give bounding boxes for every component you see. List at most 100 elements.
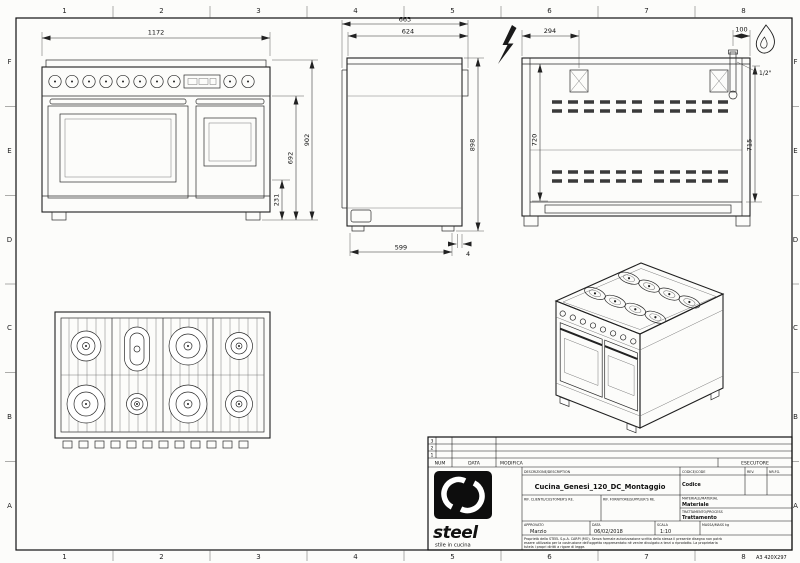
legal-line: tutela i propri diritti a rigore di legg…: [524, 545, 585, 549]
zone-col: 7: [644, 7, 648, 15]
revision-row: 3: [431, 439, 434, 445]
zone-col: 4: [353, 7, 358, 15]
foot: [735, 215, 751, 227]
zone-row: E: [793, 147, 797, 155]
side-dimensions: 663 624 898 599 4: [341, 16, 484, 258]
dim-side-height: 898: [469, 139, 477, 151]
codice-label: CODICE/CODE: [682, 470, 705, 474]
side-body: [346, 57, 463, 227]
sheet-format: A3 420X297: [756, 555, 787, 561]
zone-labels-right: F E D C B A: [793, 58, 798, 510]
legal-line: essere utilizzato per la costruzione del…: [524, 541, 718, 545]
iso-knobs: [559, 310, 637, 345]
zone-col: 2: [159, 7, 163, 15]
dim-side-foot-gap: 4: [466, 250, 470, 258]
foot: [441, 225, 455, 232]
zone-col: 5: [450, 553, 454, 561]
side-view: 663 624 898 599 4: [341, 16, 484, 258]
zone-col: 4: [353, 553, 358, 561]
dim-side-depth-total: 663: [399, 16, 411, 24]
control-knobs: [48, 74, 255, 89]
back-view: 294 100 720 715 1/2": [498, 24, 775, 227]
zone-labels-left: F E D C B A: [7, 58, 12, 510]
trattamento-value: Trattamento: [682, 515, 717, 521]
zone-col: 8: [741, 7, 745, 15]
control-display: [183, 74, 221, 89]
col-modifica-header: MODIFICA: [500, 461, 524, 467]
trattamento-label: TRATTAMENTO/PROCESS: [681, 510, 723, 514]
massa-label: MASSA/MASS kg: [702, 523, 729, 527]
rif-cliente-label: RIF. CLIENTE/CUSTOMER'S RE.: [524, 498, 574, 502]
dim-front-height-body: 692: [287, 152, 295, 164]
materiale-label: MATERIALE/MATERIAL: [682, 497, 718, 501]
sheet-frame: 1 2 3 4 5 6 7 8 1 2 3 4 5 6 7 8 F E D C …: [5, 6, 799, 561]
zone-col: 3: [256, 7, 260, 15]
zone-col: 1: [62, 7, 66, 15]
col-num-header: NUM: [435, 461, 446, 467]
iso-top-face: [554, 262, 725, 335]
iso-doors: [559, 322, 638, 412]
zone-ticks: [5, 6, 799, 561]
title-block: 3 2 1 NUM DATA MODIFICA ESECUTORE DESCRI…: [427, 436, 793, 551]
back-panel: [521, 57, 751, 217]
zone-col: 2: [159, 553, 163, 561]
zone-row: A: [793, 502, 798, 510]
zone-row: B: [7, 413, 12, 421]
zone-col: 5: [450, 7, 454, 15]
side-door-handle: [195, 98, 265, 105]
knob-row-plan: [62, 440, 249, 449]
logo-text: steel: [433, 523, 479, 543]
foot: [51, 211, 67, 221]
zone-row: F: [793, 58, 797, 66]
zone-col: 1: [62, 553, 66, 561]
caster-box: [350, 209, 372, 223]
oven-handle: [49, 98, 187, 105]
gas-flame-icon: [755, 24, 775, 54]
foot: [351, 225, 365, 232]
zone-row: B: [793, 413, 798, 421]
drawing-title: Cucina_Genesi_120_DC_Montaggio: [535, 483, 666, 491]
gas-pipe: [728, 49, 738, 100]
dim-back-gas-offset: 100: [735, 26, 747, 34]
materiale-value: Materiale: [682, 502, 709, 508]
electric-connection-icon: [498, 25, 517, 64]
zone-row: D: [7, 236, 12, 244]
front-dimensions: 1172 902 692 231: [41, 29, 318, 221]
dim-back-height-electric: 720: [531, 134, 539, 146]
foot: [523, 215, 539, 227]
electrical-box: [569, 69, 589, 93]
gas-terminal-box: [709, 69, 729, 93]
vent-slots: [552, 100, 730, 183]
kick-panel: [544, 204, 732, 214]
revision-row: 1: [431, 453, 434, 459]
range-body: [41, 66, 271, 213]
data-value: 06/02/2018: [594, 529, 623, 535]
dim-front-height-plinth: 231: [273, 194, 281, 206]
scala-value: 1:10: [660, 529, 671, 535]
zone-row: A: [7, 502, 12, 510]
rif-fornitore-label: RIF. FORNITORE/SUPPLIER'S RE.: [603, 498, 655, 502]
revision-row: 2: [431, 446, 434, 452]
zone-row: C: [7, 324, 12, 332]
dim-front-height-total: 902: [303, 134, 311, 146]
backguard: [45, 59, 267, 68]
top-view: [54, 311, 271, 449]
approvato-label: APPROVATO: [524, 523, 544, 527]
zone-row: E: [7, 147, 11, 155]
zone-labels-top: 1 2 3 4 5 6 7 8: [62, 7, 745, 15]
zone-col: 8: [741, 553, 745, 561]
burners: [66, 326, 253, 424]
back-dimensions: 294 100 720 715 1/2": [521, 26, 772, 203]
descrizione-label: DESCRIZIONE/DESCRIPTION: [524, 470, 571, 474]
legal-line: Proprietà della STEEL S.p.A. CARPI (MO).…: [524, 537, 722, 541]
zone-col: 6: [547, 553, 552, 561]
zone-row: D: [793, 236, 798, 244]
gas-thread-label: 1/2": [759, 70, 772, 77]
zone-col: 6: [547, 7, 552, 15]
zone-labels-bottom: 1 2 3 4 5 6 7 8: [62, 553, 745, 561]
hob-outline: [54, 311, 271, 439]
logo-tagline: stile in cucina: [435, 543, 471, 549]
isometric-view: [554, 262, 725, 434]
